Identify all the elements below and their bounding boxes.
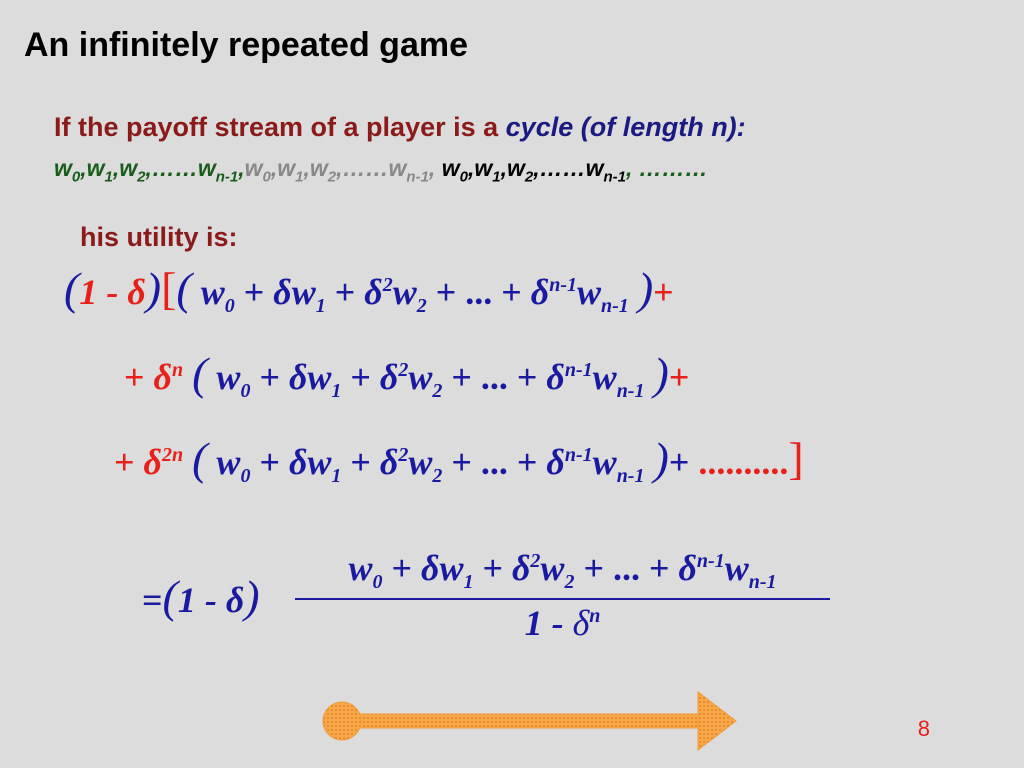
- paren-open: (: [192, 433, 208, 484]
- plus-sign: +: [350, 357, 371, 397]
- result-prefix: =(1 - δ): [142, 570, 260, 623]
- bracket-close: ]: [788, 433, 804, 484]
- equals-sign: =: [142, 580, 163, 620]
- sum-term-w0: w0: [216, 357, 251, 403]
- plus-sign: +: [391, 548, 412, 588]
- sequence-token: wn-1: [585, 155, 626, 186]
- plus-sign: +: [668, 442, 690, 482]
- paren-close: ): [653, 433, 669, 484]
- plus-sign: +: [114, 442, 135, 482]
- sum-term-wn: δn-1wn-1: [530, 272, 629, 318]
- sum-term-w0: w0: [348, 548, 383, 594]
- sum-term-w2: δ2w2: [364, 272, 427, 318]
- sum-term-wn: δn-1wn-1: [678, 548, 777, 594]
- result-fraction: w0 + δw1 + δ2w2 + ... + δn-1wn-1 1 - δn: [295, 547, 830, 644]
- sum-term-wn: δn-1wn-1: [546, 442, 645, 488]
- arrow-shaft: [339, 713, 701, 729]
- plus-sign: +: [451, 442, 472, 482]
- plus-sign: +: [243, 272, 265, 312]
- plus-sign: +: [653, 272, 674, 312]
- delta-power-2n: δ2n: [143, 442, 184, 482]
- sum-term-w1: δw1: [421, 548, 474, 594]
- plus-sign: +: [350, 442, 371, 482]
- sum-dots: ...: [480, 357, 508, 397]
- plus-sign: +: [259, 357, 280, 397]
- arrow-tail-circle: [322, 701, 362, 741]
- one-minus-delta: 1 - δ: [177, 580, 245, 620]
- sum-dots: ...: [612, 548, 640, 588]
- sequence-token: w1,: [474, 155, 507, 186]
- intro-text: If the payoff stream of a player is a: [54, 112, 506, 142]
- sum-term-w1: δw1: [273, 272, 326, 318]
- payoff-sequence: w0,w1,w2,……wn-1,w0,w1,w2,……wn-1, w0,w1,w…: [54, 155, 708, 186]
- formula-row-1: (1 - δ)[( w0 + δw1 + δ2w2 + ... + δn-1wn…: [64, 262, 674, 318]
- paren-open: (: [162, 571, 178, 622]
- sequence-token: w1,: [86, 155, 120, 186]
- sum-term-w1: δw1: [288, 442, 342, 488]
- sequence-token: w0,: [54, 155, 87, 186]
- plus-sign: +: [516, 357, 538, 397]
- paren-close: ): [653, 348, 669, 399]
- sum-term-w2: δ2w2: [511, 548, 575, 594]
- plus-sign: +: [501, 272, 522, 312]
- sequence-tail: , ………: [625, 155, 708, 181]
- sequence-token: w0,: [244, 155, 278, 186]
- sum-term-wn: δn-1wn-1: [546, 357, 645, 403]
- plus-sign: +: [124, 357, 145, 397]
- sequence-token: w2,……: [506, 155, 586, 186]
- sum-term-w2: δ2w2: [379, 357, 443, 403]
- one-minus-delta: 1 - δ: [79, 272, 146, 312]
- paren-open: (: [64, 263, 80, 314]
- sequence-token: w1,: [277, 155, 310, 186]
- plus-sign: +: [668, 357, 690, 397]
- sequence-token: w0,: [441, 155, 475, 186]
- sequence-token: w2,……: [119, 155, 198, 186]
- plus-sign: +: [648, 548, 670, 588]
- sum-term-w1: δw1: [288, 357, 342, 403]
- paren-close: ): [145, 263, 162, 314]
- sum-dots: ...: [465, 272, 493, 312]
- paren-close: ): [637, 263, 654, 314]
- paren-close: ): [244, 571, 260, 622]
- sum-term-w0: w0: [200, 272, 235, 318]
- sequence-token: wn-1,: [388, 155, 442, 186]
- arrow-graphic: [322, 690, 737, 752]
- plus-sign: +: [334, 272, 356, 312]
- page-number: 8: [917, 716, 930, 741]
- plus-sign: +: [451, 357, 472, 397]
- slide-title: An infinitely repeated game: [24, 26, 468, 64]
- plus-sign: +: [435, 272, 457, 312]
- plus-sign: +: [259, 442, 280, 482]
- plus-sign: +: [516, 442, 538, 482]
- bracket-open: [: [161, 263, 177, 314]
- formula-row-2: + δn ( w0 + δw1 + δ2w2 + ... + δn-1wn-1 …: [124, 347, 689, 403]
- paren-open: (: [176, 263, 192, 314]
- arrow-head: [697, 690, 737, 752]
- sequence-token: w2,……: [309, 155, 389, 186]
- utility-label: his utility is:: [80, 222, 238, 252]
- delta-power-n: δn: [153, 357, 184, 397]
- paren-open: (: [192, 348, 208, 399]
- fraction-numerator: w0 + δw1 + δ2w2 + ... + δn-1wn-1: [295, 547, 830, 594]
- intro-line: If the payoff stream of a player is a cy…: [54, 112, 746, 143]
- trailing-dots: ..........: [698, 442, 789, 482]
- plus-sign: +: [583, 548, 604, 588]
- sum-term-w0: w0: [216, 442, 251, 488]
- plus-sign: +: [482, 548, 503, 588]
- fraction-denominator: 1 - δn: [524, 603, 601, 644]
- formula-row-3: + δ2n ( w0 + δw1 + δ2w2 + ... + δn-1wn-1…: [114, 432, 804, 488]
- sum-dots: ...: [480, 442, 508, 482]
- sequence-token: wn-1,: [197, 155, 245, 186]
- intro-emphasis: cycle (of length n):: [505, 112, 746, 142]
- fraction-bar: [295, 598, 830, 601]
- sum-term-w2: δ2w2: [379, 442, 443, 488]
